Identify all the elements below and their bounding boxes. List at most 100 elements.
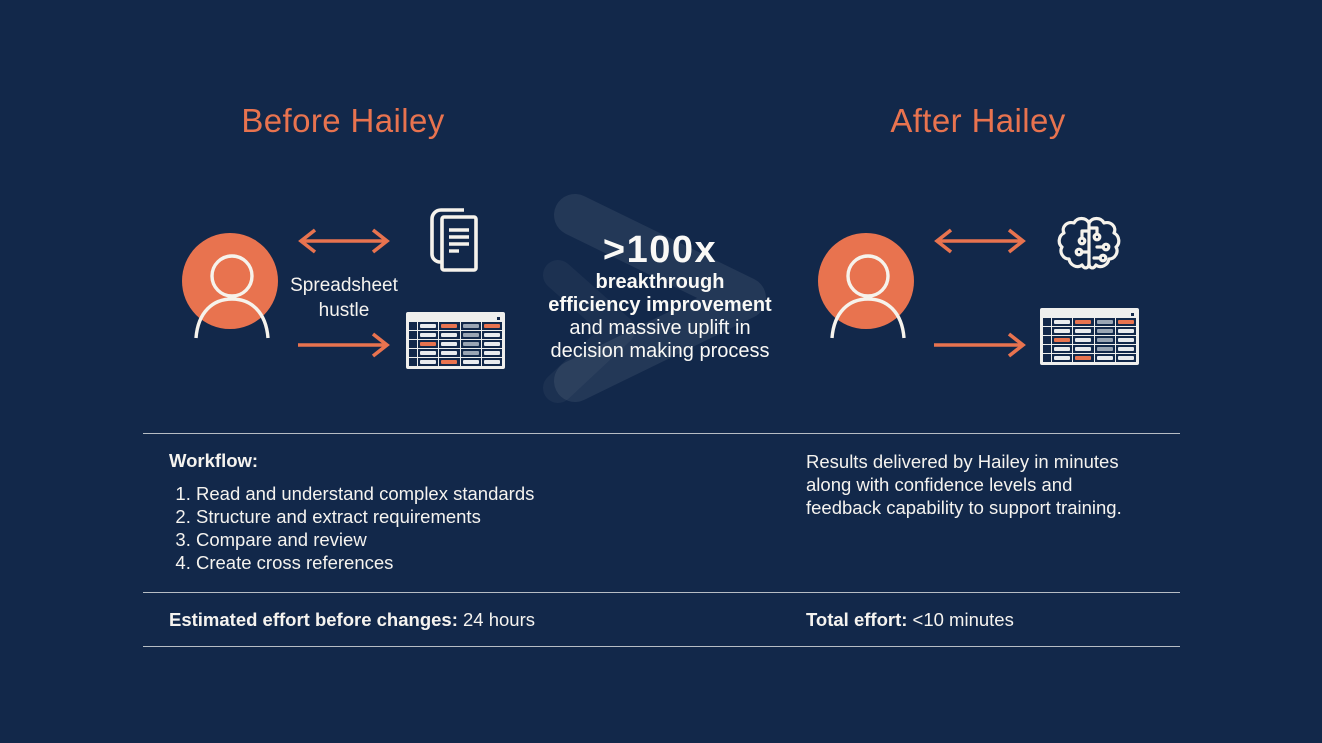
spreadsheet-cell [1052, 327, 1074, 335]
spreadsheet-row [1043, 317, 1136, 326]
spreadsheet-cell [1116, 327, 1136, 335]
spreadsheet-cell [461, 322, 482, 330]
spreadsheet-cell [1073, 345, 1095, 353]
spreadsheet-row [409, 339, 502, 348]
spreadsheet-row [1043, 344, 1136, 353]
spreadsheet-cell [439, 340, 461, 348]
spreadsheet-cell [1052, 354, 1074, 362]
effort-after-value: <10 minutes [912, 609, 1014, 630]
spreadsheet-cell [418, 331, 440, 339]
spreadsheet-cell [1116, 318, 1136, 326]
spreadsheet-close-icon [1131, 312, 1134, 316]
workflow-title: Workflow: [169, 450, 259, 471]
spreadsheet-row-header [1043, 336, 1052, 344]
spreadsheet-cell [1095, 354, 1116, 362]
double-arrow-icon [934, 228, 1026, 254]
effort-after-label: Total effort: [806, 609, 908, 630]
spreadsheet-cell [482, 349, 502, 357]
divider-middle [143, 592, 1180, 593]
spreadsheet-row [409, 321, 502, 330]
spreadsheet-cell [1073, 354, 1095, 362]
workflow-step: Compare and review [196, 528, 534, 551]
spreadsheet-cell [439, 349, 461, 357]
spreadsheet-cell [461, 340, 482, 348]
center-message: >100x breakthrough efficiency improvemen… [535, 229, 785, 363]
spreadsheet-cell [1095, 345, 1116, 353]
workflow-step: Create cross references [196, 551, 534, 574]
heading-before-hailey: Before Hailey [241, 102, 445, 139]
spreadsheet-row [1043, 335, 1136, 344]
spreadsheet-row-header [1043, 318, 1052, 326]
spreadsheet-cell [461, 358, 482, 366]
spreadsheet-titlebar [409, 315, 502, 321]
spreadsheet-titlebar [1043, 311, 1136, 317]
spreadsheet-cell [482, 322, 502, 330]
workflow-step: Structure and extract requirements [196, 505, 534, 528]
spreadsheet-cell [1052, 345, 1074, 353]
results-line: feedback capability to support training. [806, 497, 1122, 518]
spreadsheet-cell [418, 349, 440, 357]
spreadsheet-row-header [409, 358, 418, 366]
person-avatar-icon [818, 233, 914, 339]
center-line-4: decision making process [550, 340, 770, 362]
spreadsheet-cell [1116, 354, 1136, 362]
effort-after: Total effort: <10 minutes [806, 609, 1014, 631]
spreadsheet-row-header [1043, 345, 1052, 353]
heading-after-hailey: After Hailey [890, 102, 1066, 139]
spreadsheet-cell [1052, 336, 1074, 344]
spreadsheet-cell [439, 331, 461, 339]
spreadsheet-cell [418, 322, 440, 330]
spreadsheet-cell [1073, 327, 1095, 335]
spreadsheet-cell [418, 340, 440, 348]
results-line: Results delivered by Hailey in minutes [806, 451, 1119, 472]
person-avatar-icon [182, 233, 278, 339]
spreadsheet-cell [482, 340, 502, 348]
spreadsheet-table-icon [406, 312, 505, 369]
effort-before-label: Estimated effort before changes: [169, 609, 458, 630]
spreadsheet-row-header [409, 331, 418, 339]
spreadsheet-cell [1095, 327, 1116, 335]
spreadsheet-row-header [409, 349, 418, 357]
spreadsheet-cell [1095, 318, 1116, 326]
documents-icon [430, 208, 478, 272]
effort-before-value: 24 hours [463, 609, 536, 630]
spreadsheet-cell [1095, 336, 1116, 344]
ai-brain-circuit-icon [1057, 216, 1121, 270]
spreadsheet-row-header [409, 340, 418, 348]
effort-before: Estimated effort before changes: 24 hour… [169, 609, 535, 631]
spreadsheet-cell [461, 331, 482, 339]
spreadsheet-cell [1073, 318, 1095, 326]
spreadsheet-cell [439, 322, 461, 330]
spreadsheet-row-header [1043, 354, 1052, 362]
workflow-list: Read and understand complex standardsStr… [170, 482, 534, 574]
right-arrow-icon [934, 332, 1026, 358]
spreadsheet-row [409, 330, 502, 339]
spreadsheet-cell [1116, 336, 1136, 344]
spreadsheet-cell [1116, 345, 1136, 353]
results-text: Results delivered by Hailey in minutes a… [806, 450, 1122, 519]
spreadsheet-row-header [409, 322, 418, 330]
center-line-3: and massive uplift in [569, 317, 751, 339]
spreadsheet-close-icon [497, 316, 500, 320]
spreadsheet-row [1043, 326, 1136, 335]
spreadsheet-cell [439, 358, 461, 366]
center-line-2: efficiency improvement [548, 294, 772, 316]
spreadsheet-row [409, 348, 502, 357]
spreadsheet-hustle-label: Spreadsheet hustle [290, 275, 398, 321]
workflow-step: Read and understand complex standards [196, 482, 534, 505]
spreadsheet-cell [461, 349, 482, 357]
spreadsheet-row-header [1043, 327, 1052, 335]
spreadsheet-table-icon [1040, 308, 1139, 365]
results-line: along with confidence levels and [806, 474, 1073, 495]
divider-bottom [143, 646, 1180, 647]
center-line-1: breakthrough [595, 271, 725, 293]
spreadsheet-cell [1073, 336, 1095, 344]
spreadsheet-cell [482, 358, 502, 366]
right-arrow-icon [298, 332, 390, 358]
spreadsheet-cell [1052, 318, 1074, 326]
spreadsheet-cell [418, 358, 440, 366]
spreadsheet-row [1043, 353, 1136, 362]
stat-100x: >100x [602, 229, 718, 271]
spreadsheet-row [409, 357, 502, 366]
